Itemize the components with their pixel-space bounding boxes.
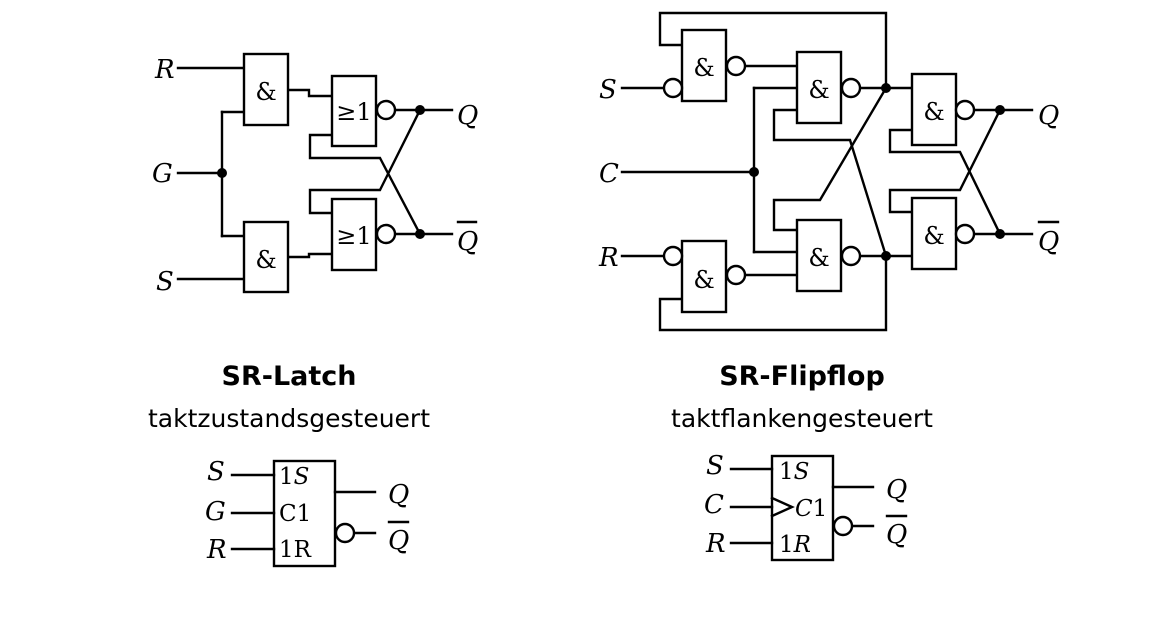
latch-symbol-pin-s-letter: S — [294, 464, 310, 490]
ff-junction-master-q — [881, 83, 891, 93]
latch-wire-fb-bottom — [308, 108, 422, 215]
ff-nand-6-output-bubble — [954, 223, 976, 245]
ff-nand-gate-2-label: & — [693, 266, 714, 294]
latch-label-r: R — [154, 55, 175, 85]
flipflop-symbol-pin-s: 1S — [779, 459, 809, 485]
ff-wire-loop-top — [658, 11, 888, 90]
latch-and-gate-top-label: & — [255, 78, 276, 106]
latch-wire-fb-top — [308, 133, 422, 236]
latch-symbol-pin-c: C1 — [279, 501, 311, 527]
flipflop-symbol-pin-r-number: 1 — [779, 532, 794, 558]
ff-nand-2-output-bubble — [725, 264, 747, 286]
flipflop-subtitle: taktflankengesteuert — [671, 404, 933, 433]
latch-junction-g — [217, 168, 227, 178]
ff-nand-gate-4-label: & — [808, 244, 829, 272]
latch-label-g: G — [152, 159, 173, 189]
latch-symbol-pin-s: 1S — [279, 464, 309, 490]
sr-flipflop-symbol: S C R 1S C1 1R Q Q — [704, 451, 907, 562]
ff-nand-gate-5-label: & — [923, 98, 944, 126]
ff-nand-3-output-bubble — [840, 77, 862, 99]
ff-nand-gate-2 — [680, 239, 728, 314]
ff-label-r: R — [598, 243, 619, 273]
flipflop-symbol-pin-s-number: 1 — [779, 459, 794, 485]
ff-nand-gate-1-label: & — [693, 54, 714, 82]
latch-symbol-label-g: G — [205, 497, 226, 527]
latch-symbol-pin-s-number: 1 — [279, 464, 294, 490]
ff-label-s: S — [599, 75, 617, 105]
latch-symbol-label-r: R — [206, 535, 227, 565]
latch-nor-bottom-inverter-bubble — [375, 223, 397, 245]
latch-junction-q — [415, 105, 425, 115]
ff-nand-1-input-bubble — [662, 77, 684, 99]
flipflop-symbol-clock-triangle — [770, 496, 795, 518]
ff-wire-cross-2 — [772, 86, 888, 232]
ff-wire-fb-slave-bottom — [888, 108, 1002, 214]
flipflop-symbol-pin-c-number: 1 — [813, 496, 828, 522]
latch-label-q: Q — [457, 101, 478, 131]
latch-symbol-pin-r: 1R — [279, 537, 312, 563]
latch-title: SR-Latch — [222, 361, 357, 392]
ff-junction-qbar — [995, 229, 1005, 239]
flipflop-symbol-pin-r-letter: R — [793, 532, 811, 558]
latch-wire-and-bottom-out — [286, 252, 334, 259]
latch-nor-gate-top-label: ≥1 — [336, 98, 371, 126]
ff-nand-gate-6-label: & — [923, 222, 944, 250]
latch-junction-qbar — [415, 229, 425, 239]
latch-label-s: S — [156, 267, 174, 297]
latch-symbol-label-qbar: Q — [388, 526, 409, 556]
sr-latch-symbol: S G R 1S C1 1R Q Q — [205, 457, 409, 568]
ff-nand-2-input-bubble — [662, 245, 684, 267]
ff-nand-gate-1 — [680, 28, 728, 103]
flipflop-symbol-label-qbar: Q — [886, 520, 907, 550]
sr-latch-circuit: & & ≥1 ≥1 R G S Q Q — [152, 52, 478, 297]
latch-nor-gate-top — [330, 74, 378, 148]
latch-label-qbar: Q — [457, 227, 478, 257]
ff-wire-cross-1 — [772, 108, 888, 258]
flipflop-symbol-pin-s-letter: S — [794, 459, 810, 485]
flipflop-symbol-box — [770, 454, 835, 562]
ff-nand-1-output-bubble — [725, 55, 747, 77]
ff-label-q: Q — [1038, 101, 1059, 131]
flipflop-symbol-label-q: Q — [886, 475, 907, 505]
latch-and-gate-bottom — [242, 220, 290, 294]
ff-nand-gate-3-label: & — [808, 76, 829, 104]
latch-symbol-inverter-bubble — [334, 522, 356, 544]
flipflop-symbol-label-r: R — [705, 529, 726, 559]
ff-nand-gate-4 — [795, 218, 843, 293]
sr-flipflop-circuit: & & & & & & S C R Q Q — [598, 11, 1059, 332]
latch-and-gate-bottom-label: & — [255, 246, 276, 274]
ff-label-qbar: Q — [1038, 227, 1059, 257]
flipflop-symbol-inverter-bubble — [832, 515, 854, 537]
flipflop-symbol-pin-c-letter: C — [795, 496, 813, 522]
flipflop-symbol-label-s: S — [706, 451, 724, 481]
latch-and-gate-top — [242, 52, 290, 127]
flipflop-title: SR-Flipflop — [719, 361, 885, 392]
ff-label-c: C — [599, 159, 619, 189]
ff-nand-gate-3 — [795, 50, 843, 125]
latch-wire-and-top-out — [286, 88, 334, 98]
latch-symbol-label-q: Q — [388, 480, 409, 510]
latch-nor-top-inverter-bubble — [375, 99, 397, 121]
flipflop-symbol-label-c: C — [704, 490, 724, 520]
ff-nand-gate-5 — [910, 72, 958, 147]
ff-junction-master-qbar — [881, 251, 891, 261]
ff-nand-gate-6 — [910, 196, 958, 271]
ff-wire-fb-slave-top — [888, 128, 1002, 236]
ff-nand-4-output-bubble — [840, 245, 862, 267]
ff-junction-q — [995, 105, 1005, 115]
ff-nand-5-output-bubble — [954, 99, 976, 121]
flipflop-symbol-pin-c: C1 — [795, 496, 827, 522]
latch-symbol-box — [272, 459, 337, 568]
flipflop-symbol-pin-r: 1R — [779, 532, 811, 558]
latch-symbol-label-s: S — [207, 457, 225, 487]
ff-junction-c — [749, 167, 759, 177]
latch-subtitle: taktzustandsgesteuert — [148, 404, 430, 433]
latch-nor-gate-bottom-label: ≥1 — [336, 222, 371, 250]
latch-nor-gate-bottom — [330, 197, 378, 272]
ff-wire-loop-bottom — [658, 254, 888, 332]
